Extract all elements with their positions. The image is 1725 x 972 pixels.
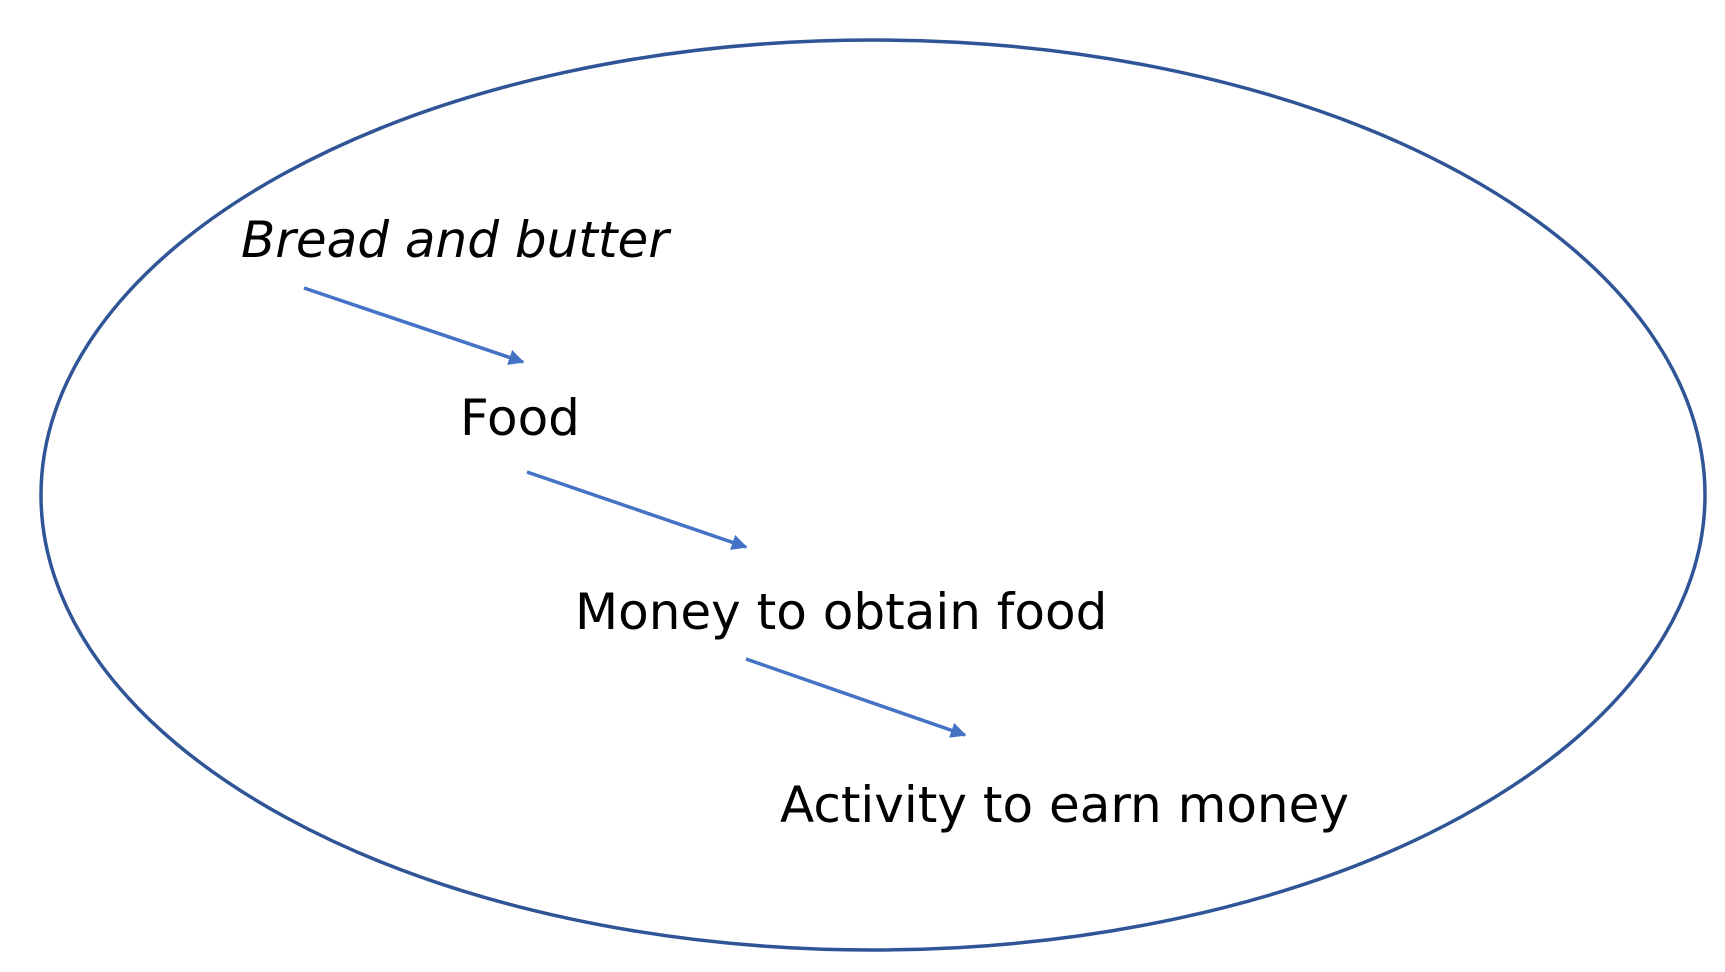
node-money-to-obtain-food: Money to obtain food [575,583,1108,641]
arrows-group [303,286,967,738]
arrow-bread-to-food [303,286,525,365]
node-food: Food [460,389,580,447]
arrow-food-to-money [526,470,748,550]
arrow-money-to-activity [745,657,967,738]
outer-ellipse [39,38,1707,952]
node-activity-to-earn-money: Activity to earn money [780,776,1349,834]
node-bread-and-butter: Bread and butter [241,211,669,269]
